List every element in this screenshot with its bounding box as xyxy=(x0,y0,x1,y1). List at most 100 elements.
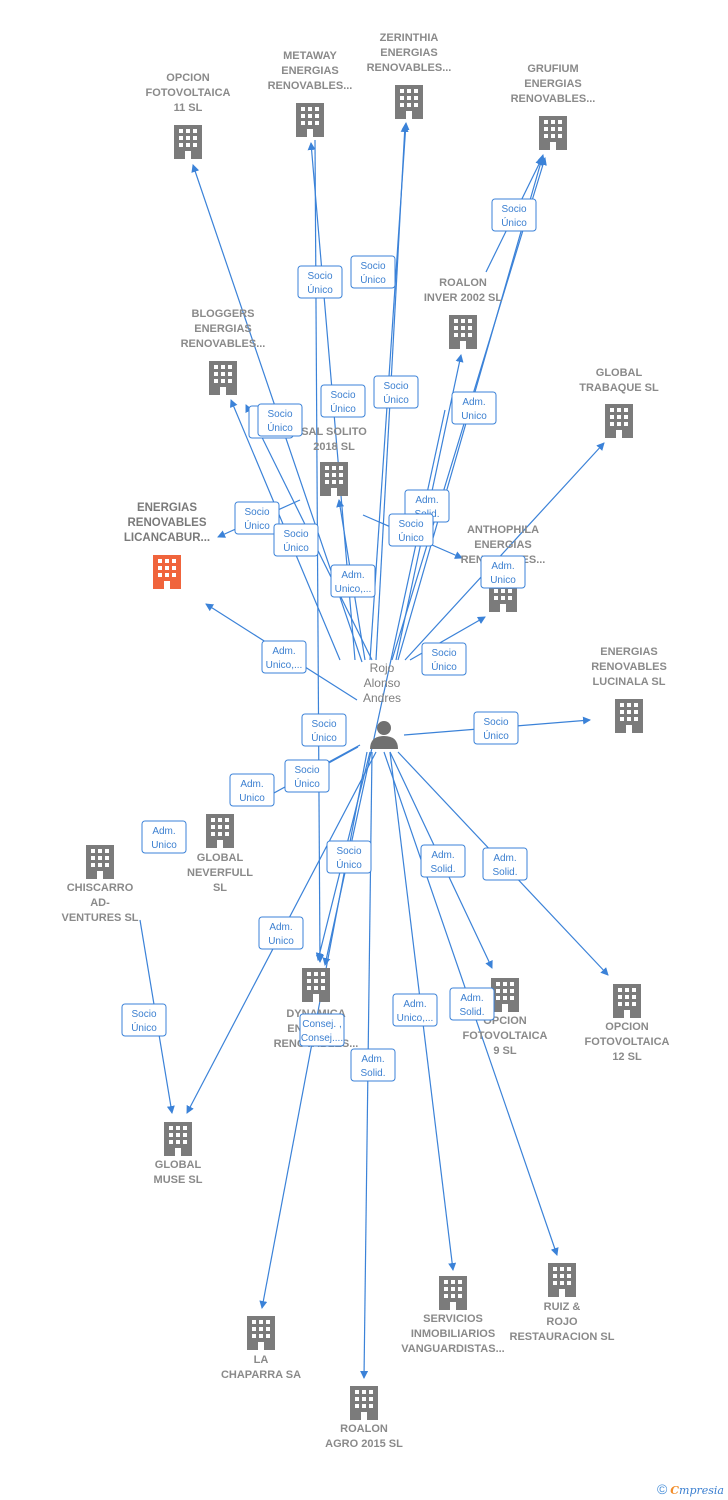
company-name-line: SERVICIOS xyxy=(423,1313,483,1325)
company-name-line: RENOVABLES xyxy=(591,661,667,673)
edge-label-text: Único xyxy=(267,421,293,434)
edge-label-box xyxy=(451,391,497,425)
building-icon xyxy=(320,462,348,496)
building-icon xyxy=(615,699,643,733)
edge-label-box xyxy=(373,375,419,409)
edge-role-label[interactable]: Adm.Unico,... xyxy=(330,564,376,598)
edge-label-text: Socio xyxy=(501,204,526,215)
edge-label-box xyxy=(234,501,280,535)
company-name-line: 9 SL xyxy=(493,1045,517,1057)
company-name-line: OPCION xyxy=(166,72,209,84)
edge-label-text: Único xyxy=(360,273,386,286)
company-name-line: MUSE SL xyxy=(154,1174,203,1186)
company-node-servicios[interactable]: SERVICIOSINMOBILIARIOSVANGUARDISTAS... xyxy=(401,1276,505,1355)
edge-label-text: Único xyxy=(307,283,333,296)
building-icon xyxy=(613,984,641,1018)
edge-label-box xyxy=(284,759,330,793)
company-node-zerinthia[interactable]: ZERINTHIAENERGIASRENOVABLES... xyxy=(367,32,452,119)
company-node-bloggers[interactable]: BLOGGERSENERGIASRENOVABLES... xyxy=(181,308,266,395)
edge-label-text: Adm. xyxy=(431,850,454,861)
building-icon xyxy=(449,315,477,349)
building-icon xyxy=(164,1122,192,1156)
edge-label-text: Unico xyxy=(268,936,294,947)
edge-label-box xyxy=(258,916,304,950)
edge-role-label[interactable]: Adm.Unico xyxy=(141,820,187,854)
edge-role-label[interactable]: Adm.Unico xyxy=(451,391,497,425)
building-icon xyxy=(605,404,633,438)
company-name-line: OPCION xyxy=(605,1021,648,1033)
company-name-line: VENTURES SL xyxy=(61,912,138,924)
edge-label-box xyxy=(449,987,495,1021)
edge-label-box xyxy=(350,255,396,289)
company-node-licancabur[interactable]: ENERGIASRENOVABLESLICANCABUR... xyxy=(124,502,210,589)
edge-role-label[interactable]: Adm.Solid. xyxy=(350,1048,396,1082)
edge-label-text: Único xyxy=(283,541,309,554)
company-name-line: INVER 2002 SL xyxy=(424,292,503,304)
edge-label-text: Adm. xyxy=(460,993,483,1004)
company-name-line: AGRO 2015 SL xyxy=(325,1438,403,1450)
edge-role-label[interactable]: Adm.Unico,... xyxy=(392,993,438,1027)
company-name-line: GLOBAL xyxy=(596,367,643,379)
edge-label-text: Adm. xyxy=(415,495,438,506)
company-name-line: GLOBAL xyxy=(197,852,244,864)
company-name-line: FOTOVOLTAICA xyxy=(146,87,231,99)
edge-role-label[interactable]: Consej. ,Consej.... xyxy=(299,1013,345,1047)
edge-role-label[interactable]: Adm.Unico xyxy=(480,555,526,589)
edge-label-box xyxy=(491,198,537,232)
edge-label-text: Adm. xyxy=(361,1054,384,1065)
edge-label-box xyxy=(273,523,319,557)
edge-role-label[interactable]: Adm.Solid. xyxy=(420,844,466,878)
edge-role-label[interactable]: Adm.Solid. xyxy=(449,987,495,1021)
edge-role-label[interactable]: Adm.Unico xyxy=(229,773,275,807)
edge-label-text: Único xyxy=(336,858,362,871)
company-name-line: ROJO xyxy=(546,1316,578,1328)
company-node-metaway[interactable]: METAWAYENERGIASRENOVABLES... xyxy=(268,50,353,137)
edge-label-text: Socio xyxy=(307,271,332,282)
edge-label-text: Socio xyxy=(483,717,508,728)
edge-labels-layer: SocioÚnicoSocioÚnicoSocioÚnicoSocioÚnico… xyxy=(121,198,537,1082)
edge-label-box xyxy=(299,1013,345,1047)
company-name-line: SL xyxy=(213,882,227,894)
company-name-line: LA xyxy=(254,1354,269,1366)
edge-label-text: Unico xyxy=(461,411,487,422)
edge-label-text: Consej. , xyxy=(302,1019,341,1030)
edge-label-text: Socio xyxy=(360,261,385,272)
company-name-line: LICANCABUR... xyxy=(124,532,210,544)
edge-label-text: Adm. xyxy=(403,999,426,1010)
edge-label-box xyxy=(388,513,434,547)
edge-label-box xyxy=(320,384,366,418)
edge-role-label[interactable]: Adm.Unico,... xyxy=(261,640,307,674)
edge-role-label[interactable]: Adm.Solid. xyxy=(482,847,528,881)
edge-role-label[interactable]: Adm.Unico xyxy=(258,916,304,950)
company-node-grufium[interactable]: GRUFIUMENERGIASRENOVABLES... xyxy=(511,63,596,150)
